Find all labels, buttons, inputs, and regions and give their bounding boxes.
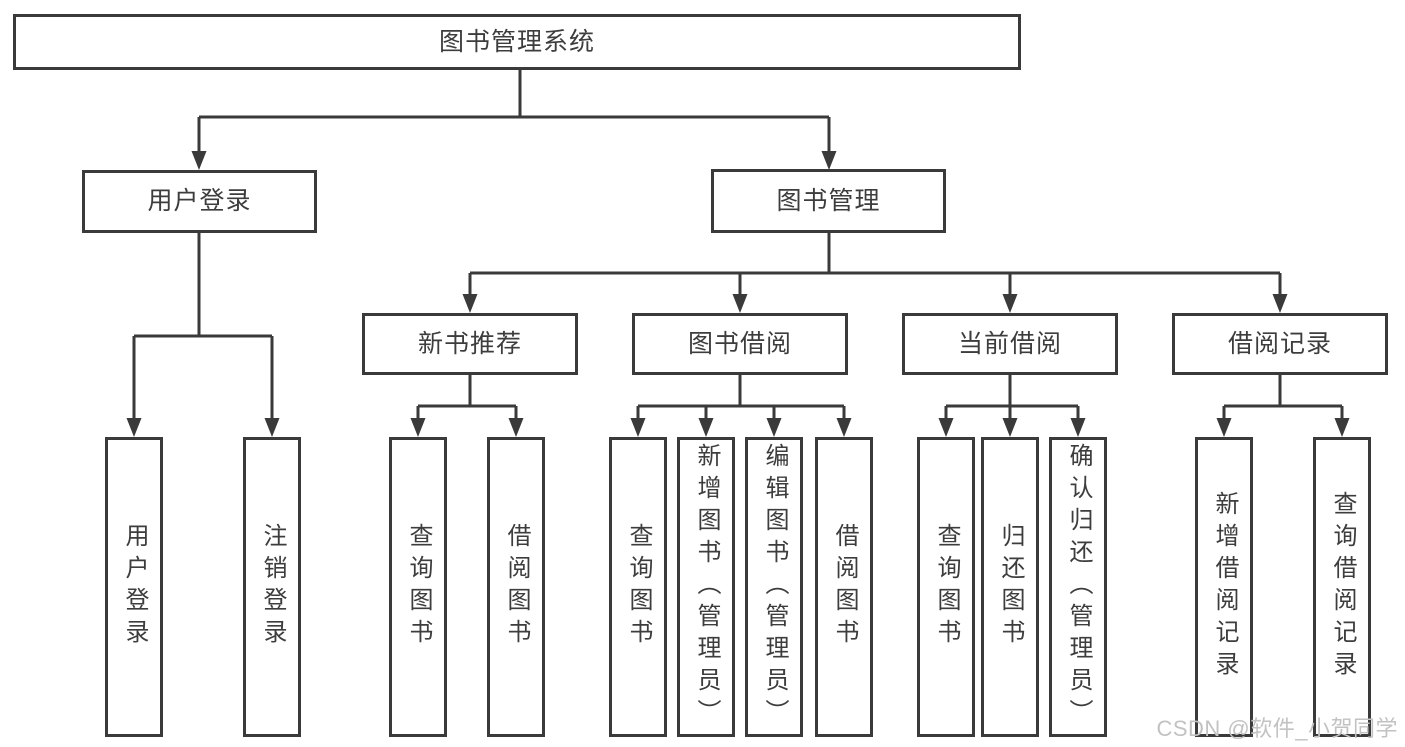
leaf-add-borrow-record: 新增借阅记录 xyxy=(1195,437,1253,737)
leaf-borrow-book: 借阅图书 xyxy=(815,437,873,737)
node-book-management: 图书管理 xyxy=(711,169,946,233)
node-borrowing-records: 借阅记录 xyxy=(1172,313,1388,375)
node-new-book-recommend: 新书推荐 xyxy=(362,313,578,375)
leaf-query-books-recommend-label: 查询图书 xyxy=(405,523,432,651)
leaf-query-books-recommend: 查询图书 xyxy=(389,437,447,737)
leaf-borrow-book-label: 借阅图书 xyxy=(831,523,858,651)
leaf-user-login-label: 用户登录 xyxy=(121,523,148,651)
leaf-logout-label: 注销登录 xyxy=(259,523,286,651)
leaf-borrow-books-recommend: 借阅图书 xyxy=(487,437,545,737)
leaf-logout: 注销登录 xyxy=(243,437,301,737)
arrowheads xyxy=(126,151,1350,437)
leaf-query-borrow-record: 查询借阅记录 xyxy=(1313,437,1371,737)
node-user-login: 用户登录 xyxy=(82,170,317,233)
watermark-csdn: CSDN @软件_小贺同学 xyxy=(1156,716,1398,741)
leaf-confirm-return-admin-label: 确认归还（管理员） xyxy=(1065,443,1092,731)
leaf-edit-book-admin-label: 编辑图书（管理员） xyxy=(761,443,788,731)
leaf-query-books-current: 查询图书 xyxy=(917,437,975,737)
leaf-user-login: 用户登录 xyxy=(105,437,163,737)
leaf-borrow-books-recommend-label: 借阅图书 xyxy=(503,523,530,651)
leaf-query-borrow-record-label: 查询借阅记录 xyxy=(1329,491,1356,683)
leaf-return-book: 归还图书 xyxy=(981,437,1039,737)
leaf-add-book-admin: 新增图书（管理员） xyxy=(677,437,735,737)
node-library-system: 图书管理系统 xyxy=(13,14,1021,70)
leaf-query-books-current-label: 查询图书 xyxy=(933,523,960,651)
leaf-query-books-borrowing: 查询图书 xyxy=(609,437,667,737)
leaf-confirm-return-admin: 确认归还（管理员） xyxy=(1049,437,1107,737)
leaf-edit-book-admin: 编辑图书（管理员） xyxy=(745,437,803,737)
leaf-add-book-admin-label: 新增图书（管理员） xyxy=(693,443,720,731)
leaf-return-book-label: 归还图书 xyxy=(997,523,1024,651)
node-current-borrowing: 当前借阅 xyxy=(902,313,1118,375)
leaf-add-borrow-record-label: 新增借阅记录 xyxy=(1211,491,1238,683)
node-book-borrowing: 图书借阅 xyxy=(632,313,848,375)
leaf-query-books-borrowing-label: 查询图书 xyxy=(625,523,652,651)
